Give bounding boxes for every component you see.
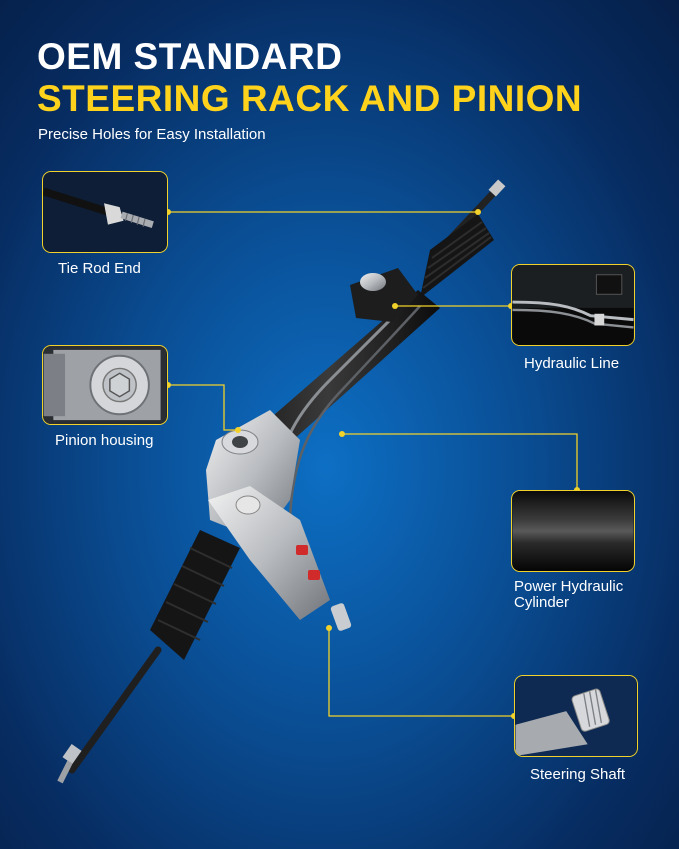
cylinder-label-line1: Power Hydraulic <box>514 578 624 595</box>
power-hydraulic-cylinder-label: Power Hydraulic Cylinder <box>514 579 623 611</box>
callout-pinion-image <box>42 345 168 425</box>
headline-oem-standard: OEM STANDARD <box>37 36 343 77</box>
tie-rod-label: Tie Rod End <box>58 260 141 277</box>
callout-tie-rod-image <box>42 171 168 253</box>
tie-rod-thumbnail <box>43 172 167 252</box>
steering-shaft-thumbnail <box>515 676 637 756</box>
hydraulic-line-thumbnail <box>512 265 634 345</box>
subtitle: Precise Holes for Easy Installation <box>38 126 266 143</box>
headline-steering-rack: STEERING RACK AND PINION <box>37 78 583 119</box>
hydraulic-line-label: Hydraulic Line <box>524 355 620 372</box>
callout-steering-shaft-image <box>514 675 638 757</box>
steering-shaft-label: Steering Shaft <box>530 766 626 783</box>
callout-hydraulic-line-image <box>511 264 635 346</box>
pinion-housing-thumbnail <box>43 346 167 424</box>
hydraulic-cylinder-thumbnail <box>512 491 634 571</box>
cylinder-label-line2: Cylinder <box>514 594 570 611</box>
callout-cylinder-image <box>511 490 635 572</box>
pinion-housing-label: Pinion housing <box>55 432 154 449</box>
